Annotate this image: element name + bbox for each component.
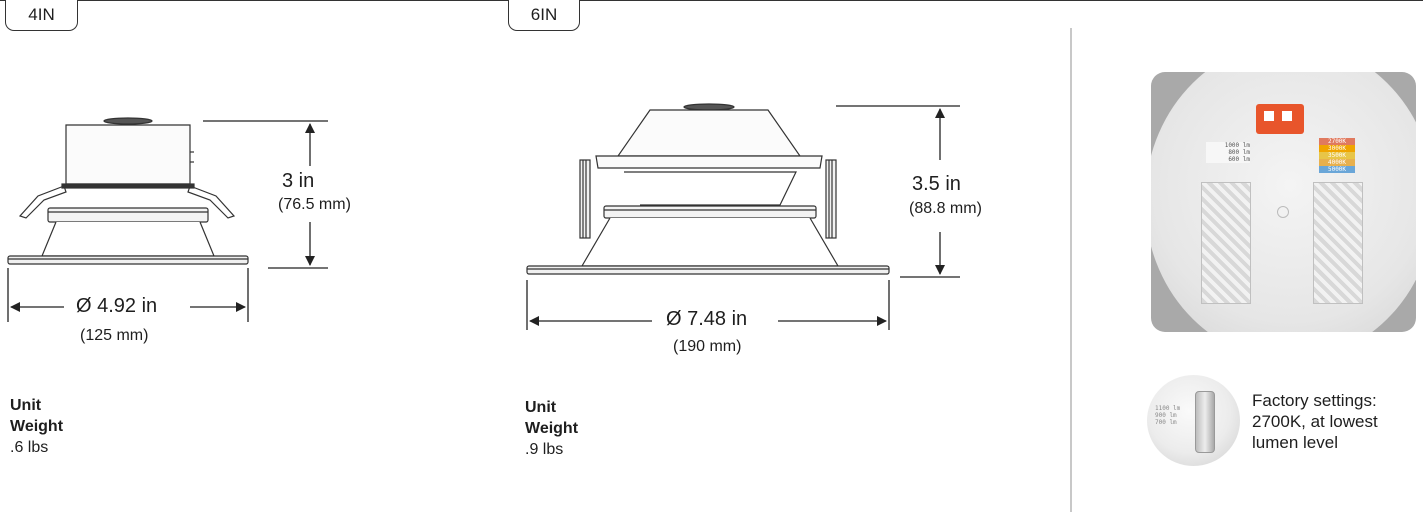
cct-option: 2700K <box>1319 138 1355 145</box>
factory-settings-note: Factory settings: 2700K, at lowest lumen… <box>1252 390 1378 453</box>
knob-lumen-option: 1100 lm <box>1155 405 1181 412</box>
cct-option: 4000K <box>1319 159 1355 166</box>
factory-settings-line: lumen level <box>1252 433 1338 452</box>
switch-panel-photo: 1000 lm 800 lm 600 lm 2700K 3000K 3500K … <box>1151 72 1416 332</box>
knob-lumen-legend: 1100 lm 900 lm 700 lm <box>1155 405 1180 426</box>
height-sub-label-6in: (88.8 mm) <box>909 200 982 217</box>
height-label-4in: 3 in <box>282 170 315 192</box>
knob-lumen-option: 700 lm <box>1155 419 1177 426</box>
diameter-label-4in: Ø 4.92 in <box>76 295 158 317</box>
cct-option: 5000K <box>1319 166 1355 173</box>
lumen-selector-switch[interactable] <box>1201 182 1251 304</box>
top-frame-line <box>0 0 1423 1</box>
diameter-sub-label-6in: (190 mm) <box>673 338 742 355</box>
factory-settings-line: Factory settings: <box>1252 391 1377 410</box>
factory-settings-line: 2700K, at lowest <box>1252 412 1378 431</box>
unit-weight-value: .9 lbs <box>525 441 564 458</box>
lumen-option: 800 lm <box>1228 149 1250 156</box>
lumen-legend: 1000 lm 800 lm 600 lm <box>1206 142 1250 163</box>
diameter-sub-label-4in: (125 mm) <box>80 327 149 344</box>
cct-legend: 2700K 3000K 3500K 4000K 5000K <box>1319 138 1355 173</box>
height-label-6in: 3.5 in <box>912 173 961 195</box>
lumen-option: 1000 lm <box>1224 142 1250 149</box>
unit-weight-label: Unit <box>10 397 42 414</box>
unit-weight-label: Weight <box>525 420 579 437</box>
unit-weight-value: .6 lbs <box>10 439 49 456</box>
unit-weight-6in: Unit Weight .9 lbs <box>525 397 578 460</box>
knob-lumen-option: 900 lm <box>1155 412 1177 419</box>
unit-weight-label: Weight <box>10 418 64 435</box>
panel-divider <box>1070 28 1072 512</box>
cct-option: 3000K <box>1319 145 1355 152</box>
unit-weight-4in: Unit Weight .6 lbs <box>10 395 63 458</box>
connector-icon <box>1256 104 1304 134</box>
unit-weight-label: Unit <box>525 399 557 416</box>
diameter-label-6in: Ø 7.48 in <box>666 308 748 330</box>
lumen-knob-photo: 1100 lm 900 lm 700 lm <box>1147 375 1240 466</box>
cct-option: 3500K <box>1319 152 1355 159</box>
cct-selector-switch[interactable] <box>1313 182 1363 304</box>
lumen-option: 600 lm <box>1228 156 1250 163</box>
tab-6in[interactable]: 6IN <box>508 0 580 31</box>
knob-slider-icon[interactable] <box>1195 391 1215 453</box>
screw-hole-icon <box>1277 206 1289 218</box>
tab-4in[interactable]: 4IN <box>5 0 78 31</box>
height-sub-label-4in: (76.5 mm) <box>278 196 351 213</box>
